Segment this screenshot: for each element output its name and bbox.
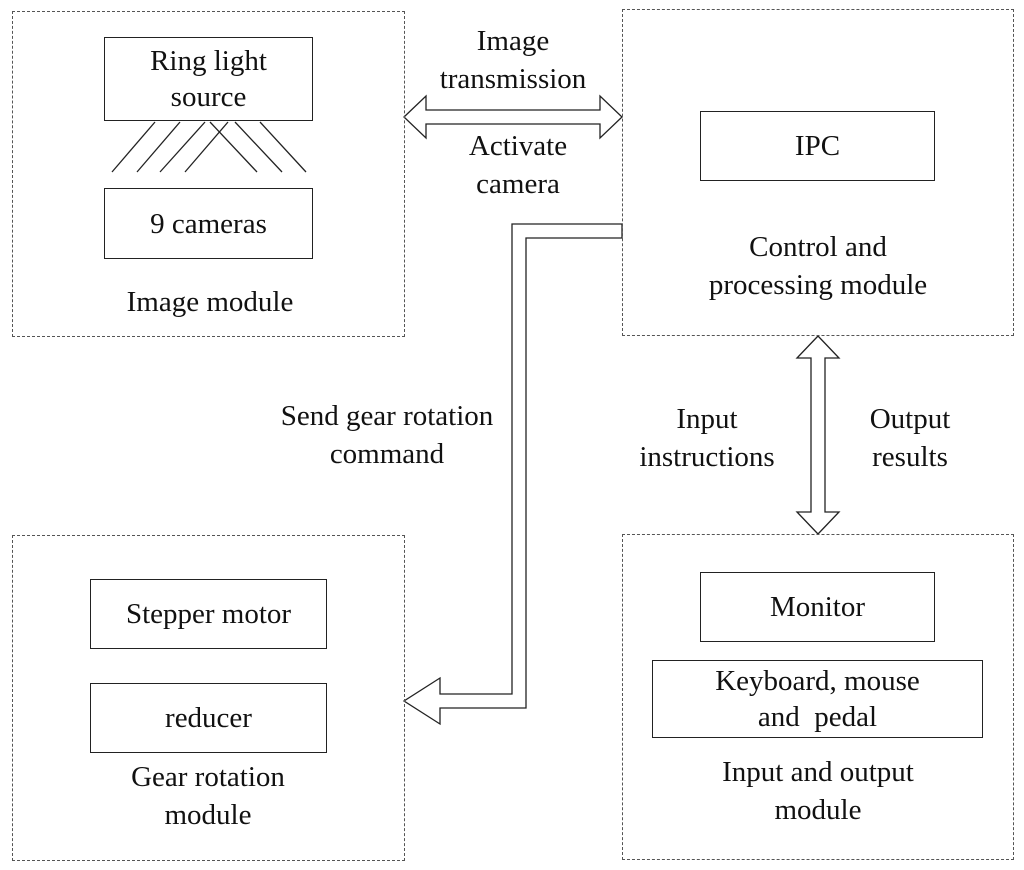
- io-module-title-line2: module: [774, 794, 862, 826]
- light-rays: [111, 121, 307, 173]
- ipc-box: IPC: [700, 111, 935, 181]
- control-processing-module: [622, 9, 1014, 336]
- gear-command-arrow: [402, 223, 623, 726]
- reducer-label: reducer: [165, 702, 252, 734]
- light-ray: [159, 121, 206, 173]
- image-transmission-line2: transmission: [439, 63, 587, 95]
- control-module-title-line2: processing module: [708, 269, 928, 301]
- reducer-box: reducer: [90, 683, 327, 753]
- keyboard-label-line2: and pedal: [757, 701, 878, 733]
- light-ray: [111, 121, 156, 173]
- image-module-title-text: Image module: [126, 286, 294, 318]
- keyboard-mouse-pedal-box: Keyboard, mouse and pedal: [652, 660, 983, 738]
- stepper-motor-box: Stepper motor: [90, 579, 327, 649]
- gear-module-title-line1: Gear rotation: [131, 761, 285, 793]
- input-output-module: [622, 534, 1014, 860]
- gear-module-title: Gear rotation module: [58, 758, 358, 834]
- activate-camera-label: Activate camera: [418, 127, 618, 203]
- gear-rotation-module: [12, 535, 405, 861]
- monitor-label: Monitor: [769, 591, 866, 623]
- ring-light-label-line2: source: [170, 81, 247, 113]
- cameras-box: 9 cameras: [104, 188, 313, 259]
- light-ray: [184, 121, 229, 173]
- light-ray: [259, 121, 307, 173]
- keyboard-label-line1: Keyboard, mouse: [715, 665, 920, 697]
- gear-module-title-line2: module: [164, 799, 252, 831]
- gear-command-label: Send gear rotation command: [247, 397, 527, 473]
- ipc-label: IPC: [794, 130, 841, 162]
- image-transmission-label: Image transmission: [413, 22, 613, 98]
- cameras-label: 9 cameras: [150, 207, 267, 240]
- control-module-title-line1: Control and: [749, 231, 887, 263]
- output-results-label: Output results: [835, 400, 985, 476]
- activate-camera-line1: Activate: [468, 130, 568, 162]
- output-results-line2: results: [872, 441, 948, 473]
- ring-light-source-box: Ring light source: [104, 37, 313, 121]
- io-module-title: Input and output module: [668, 753, 968, 829]
- io-module-title-line1: Input and output: [722, 756, 914, 788]
- control-module-title: Control and processing module: [668, 228, 968, 304]
- double-arrow-vertical: [795, 335, 841, 535]
- activate-camera-line2: camera: [476, 168, 560, 200]
- gear-command-line2: command: [329, 438, 445, 470]
- image-module-title: Image module: [60, 283, 360, 321]
- input-instructions-line2: instructions: [639, 441, 775, 473]
- input-instructions-line1: Input: [676, 403, 738, 435]
- output-results-line1: Output: [869, 403, 951, 435]
- light-ray: [234, 121, 283, 173]
- image-module: [12, 11, 405, 337]
- light-ray: [136, 121, 181, 173]
- ring-light-label-line1: Ring light: [150, 45, 267, 77]
- image-transmission-line1: Image: [476, 25, 550, 57]
- gear-command-line1: Send gear rotation: [280, 400, 494, 432]
- input-instructions-label: Input instructions: [617, 400, 797, 476]
- stepper-motor-label: Stepper motor: [125, 598, 292, 630]
- light-ray: [209, 121, 258, 173]
- monitor-box: Monitor: [700, 572, 935, 642]
